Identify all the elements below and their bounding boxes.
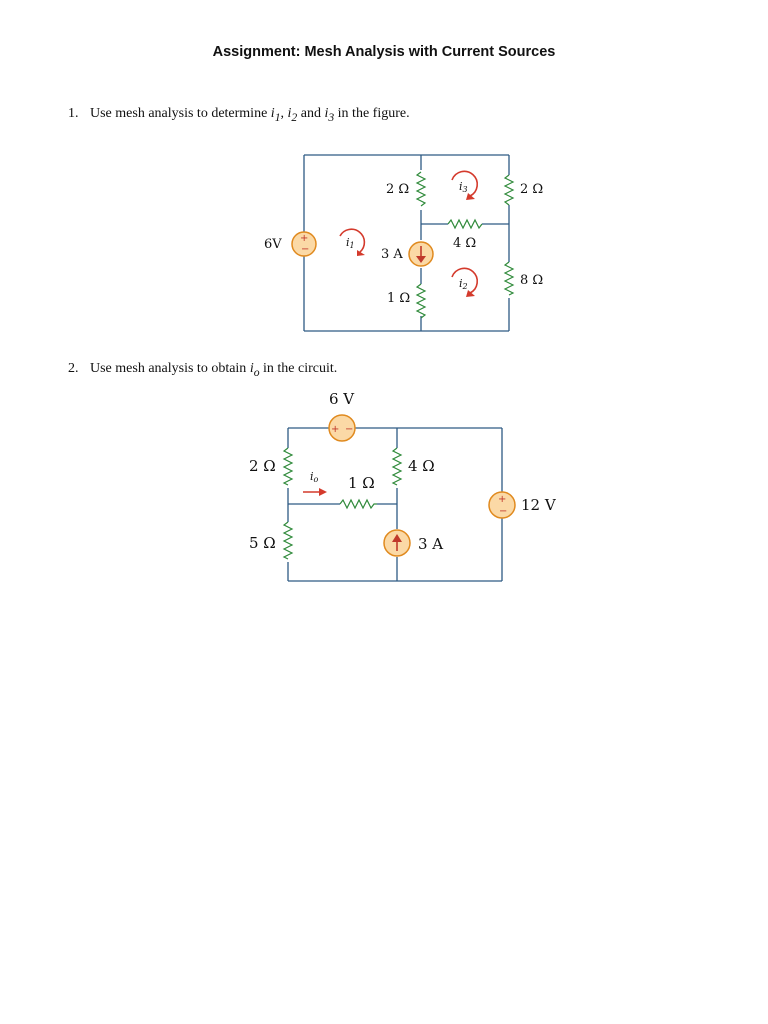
circuit-diagram-1: + − 6V 3 A 2 Ω 2 Ω 4 Ω 1 Ω 8 Ω i1 i3 i2 — [264, 154, 543, 332]
svg-text:−: − — [301, 244, 309, 255]
var-i1: i1 — [270, 106, 281, 124]
current-source-3a — [408, 241, 434, 267]
resistor-8ohm — [503, 261, 515, 296]
circuit-diagram-2: + − 6 V + − 12 V 3 A 2 Ω 5 Ω 4 Ω 1 Ω io — [249, 390, 557, 582]
var-io: io — [249, 361, 260, 379]
label-6v: 6 V — [329, 390, 355, 408]
resistor-2ohm — [282, 447, 294, 486]
var-i2: i2 — [287, 106, 298, 124]
label-2ohm-middle: 2 Ω — [386, 182, 409, 197]
question-1: 1.Use mesh analysis to determine i1, i2 … — [68, 106, 410, 124]
resistor-2ohm-middle — [415, 171, 427, 207]
resistor-2ohm-right — [503, 174, 515, 206]
label-2ohm: 2 Ω — [249, 457, 276, 475]
mesh-arrow-i1: i1 — [339, 228, 366, 256]
separator: , — [280, 106, 288, 121]
question-text: Use mesh analysis to obtain — [90, 361, 250, 376]
resistor-5ohm — [282, 521, 294, 560]
mesh-arrow-i3: i3 — [451, 170, 479, 200]
current-arrow-io: io — [303, 470, 327, 496]
svg-text:+: + — [300, 233, 308, 244]
resistor-4ohm — [447, 218, 483, 230]
question-2: 2. Use mesh analysis to obtain io in the … — [68, 361, 337, 379]
svg-text:i2: i2 — [459, 277, 468, 291]
label-3a: 3 A — [381, 247, 403, 262]
label-4ohm: 4 Ω — [453, 236, 476, 251]
question-number: 1. — [68, 106, 79, 121]
voltage-source-6v: + − — [328, 414, 356, 442]
question-text: Use mesh analysis to determine — [90, 106, 271, 121]
resistor-1ohm — [339, 498, 377, 510]
svg-text:+: + — [498, 494, 506, 505]
var-i3: i3 — [324, 106, 335, 124]
question-text-end: in the circuit. — [259, 361, 338, 376]
svg-text:−: − — [499, 506, 507, 517]
label-1ohm: 1 Ω — [348, 474, 375, 492]
wires — [287, 427, 503, 582]
label-12v: 12 V — [521, 496, 557, 514]
svg-text:io: io — [310, 470, 319, 484]
separator: and — [297, 106, 325, 121]
label-8ohm: 8 Ω — [520, 273, 543, 288]
svg-text:−: − — [345, 424, 353, 435]
mesh-arrow-i2: i2 — [451, 267, 479, 297]
label-4ohm: 4 Ω — [408, 457, 435, 475]
label-5ohm: 5 Ω — [249, 534, 276, 552]
svg-text:i3: i3 — [459, 180, 468, 194]
question-number: 2. — [68, 361, 79, 376]
svg-text:+: + — [331, 424, 339, 435]
resistor-4ohm — [391, 447, 403, 486]
voltage-source-12v: + − — [488, 491, 516, 519]
label-2ohm-right: 2 Ω — [520, 182, 543, 197]
wires — [303, 154, 510, 332]
page-title: Assignment: Mesh Analysis with Current S… — [212, 44, 556, 60]
current-source-3a — [383, 529, 411, 557]
voltage-source-6v: + − — [291, 231, 317, 257]
label-6v: 6V — [264, 237, 282, 252]
svg-text:i1: i1 — [346, 236, 355, 250]
label-1ohm: 1 Ω — [387, 291, 410, 306]
resistor-1ohm — [415, 283, 427, 319]
question-text-end: in the figure. — [334, 106, 410, 121]
label-3a: 3 A — [418, 535, 443, 553]
